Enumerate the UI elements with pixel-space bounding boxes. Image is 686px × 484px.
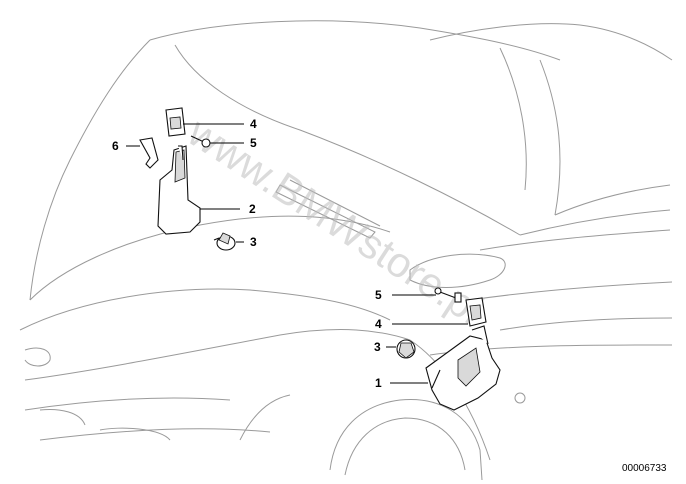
callout-3-upper: 3 [250, 235, 257, 249]
callout-4-lower: 4 [375, 317, 382, 331]
callout-5-lower: 5 [375, 288, 382, 302]
diagram-reference-number: 00006733 [622, 463, 667, 474]
upper-parts-group [139, 107, 236, 251]
callout-6: 6 [112, 139, 119, 153]
part-4-clip-upper [165, 107, 186, 137]
part-6-bracket [139, 137, 159, 169]
leader-lines [126, 123, 468, 384]
part-3-clip-upper [213, 232, 236, 251]
callout-2: 2 [249, 202, 256, 216]
callout-5-upper: 5 [250, 136, 257, 150]
callout-4-upper: 4 [250, 117, 257, 131]
part-1-trim-panel [425, 325, 501, 411]
callouts: 4 5 6 2 3 5 4 3 1 [112, 117, 382, 390]
callout-3-lower: 3 [374, 340, 381, 354]
part-5-screw-lower [434, 287, 462, 303]
callout-1: 1 [375, 376, 382, 390]
part-3-clip-lower [396, 339, 416, 359]
lower-parts-group [396, 287, 501, 411]
part-2-trim-panel [157, 145, 201, 235]
part-4-clip-lower [465, 297, 487, 327]
